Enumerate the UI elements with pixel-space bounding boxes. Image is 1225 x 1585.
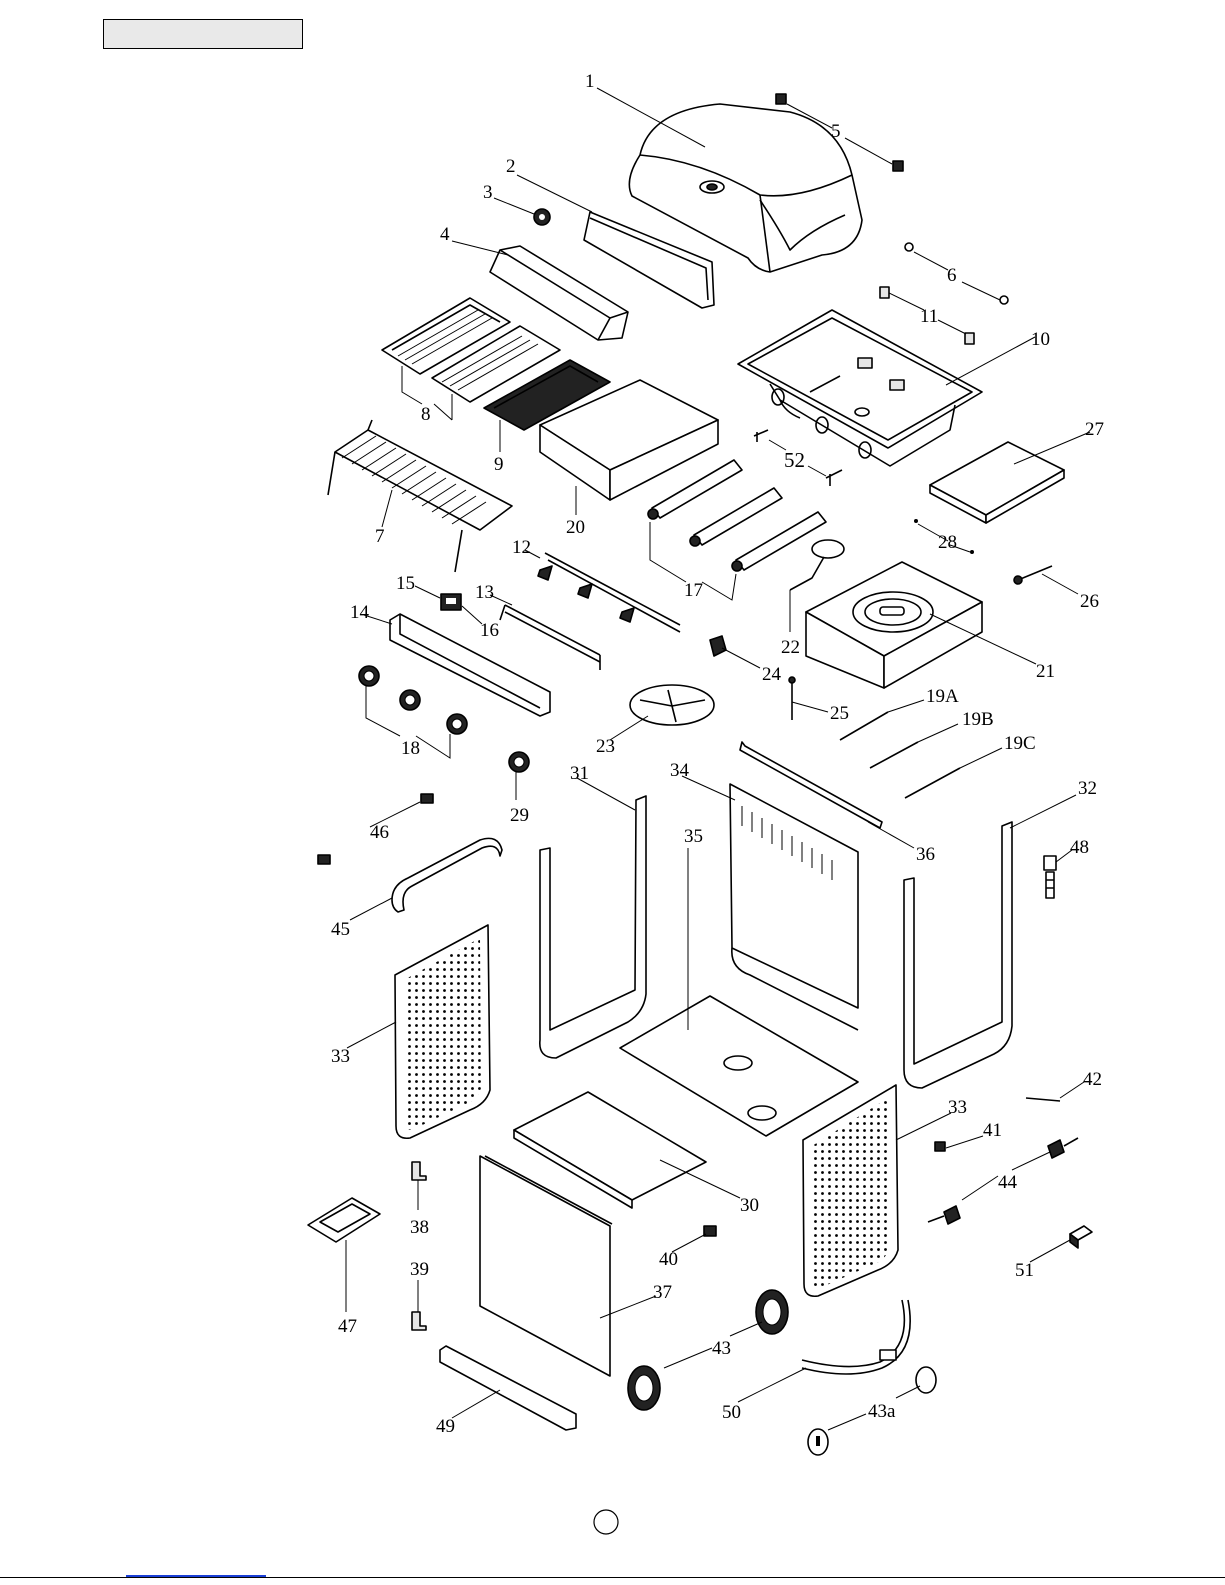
label-16: 16 [480, 620, 499, 641]
part-nuts [905, 243, 1008, 304]
label-1: 1 [585, 71, 595, 92]
label-42: 42 [1083, 1069, 1102, 1090]
part-side-valve [710, 636, 726, 656]
label-31: 31 [570, 763, 589, 784]
part-bottom-rail [440, 1346, 576, 1430]
label-18: 18 [401, 738, 420, 759]
label-50: 50 [722, 1402, 741, 1423]
label-24: 24 [762, 664, 782, 685]
label-11: 11 [920, 306, 938, 327]
label-27: 27 [1085, 419, 1104, 440]
label-4: 4 [440, 224, 450, 245]
part-long-bolt [1014, 566, 1052, 584]
label-33-left: 33 [331, 1046, 350, 1067]
label-51: 51 [1015, 1260, 1034, 1281]
label-5: 5 [831, 121, 841, 142]
label-19a: 19A [926, 686, 959, 707]
label-21: 21 [1036, 661, 1055, 682]
part-control-knobs [359, 666, 467, 734]
part-control-bracket [500, 605, 600, 670]
footer-link-underline[interactable] [126, 1575, 266, 1577]
label-29: 29 [510, 805, 529, 826]
label-2: 2 [506, 156, 516, 177]
part-burners [648, 460, 826, 571]
label-48: 48 [1070, 837, 1089, 858]
label-30: 30 [740, 1195, 759, 1216]
label-43a: 43a [868, 1401, 896, 1422]
label-33-right: 33 [948, 1097, 967, 1118]
part-grease-cup [308, 1198, 380, 1242]
label-7: 7 [375, 526, 385, 547]
part-igniter-module [441, 594, 461, 610]
part-battery [1070, 1226, 1092, 1248]
label-22: 22 [781, 637, 800, 658]
label-41: 41 [983, 1120, 1002, 1141]
label-19b: 19B [962, 709, 994, 730]
part-side-burner-head [790, 540, 844, 590]
part-cart-handle [392, 838, 502, 912]
label-23: 23 [596, 736, 615, 757]
part-igniter-wires [840, 712, 960, 798]
label-52: 52 [784, 448, 805, 472]
label-47: 47 [338, 1316, 357, 1337]
part-side-burner-box [806, 562, 982, 688]
label-32: 32 [1078, 778, 1097, 799]
part-small-plate [935, 1142, 945, 1151]
label-35: 35 [684, 826, 703, 847]
part-hinge-brackets [412, 1162, 426, 1330]
label-26: 26 [1080, 591, 1099, 612]
label-13: 13 [475, 582, 494, 603]
label-45: 45 [331, 919, 350, 940]
part-bottom-shelf [620, 996, 858, 1136]
page-number-marker [594, 1510, 618, 1534]
part-side-shelf [930, 442, 1064, 523]
footer-rule [0, 1577, 1225, 1578]
label-3: 3 [483, 182, 493, 203]
label-36: 36 [916, 844, 935, 865]
part-back-panel [730, 784, 858, 1030]
label-38: 38 [410, 1217, 429, 1238]
part-warming-rack [328, 420, 512, 572]
label-28: 28 [938, 532, 957, 553]
label-19c: 19C [1004, 733, 1036, 754]
leader-lines [346, 88, 1090, 1430]
label-39: 39 [410, 1259, 429, 1280]
part-pin [1026, 1098, 1060, 1101]
part-electrode [789, 677, 795, 720]
part-number-labels: 1 2 3 4 5 6 7 8 9 10 11 12 13 14 15 16 1… [331, 71, 1104, 1437]
label-9: 9 [494, 454, 504, 475]
label-8: 8 [421, 404, 431, 425]
label-17: 17 [684, 580, 703, 601]
part-regulator-fitting [1044, 856, 1056, 898]
label-46: 46 [370, 822, 389, 843]
label-37: 37 [653, 1282, 672, 1303]
label-12: 12 [512, 537, 531, 558]
label-44: 44 [998, 1172, 1018, 1193]
label-25: 25 [830, 703, 849, 724]
part-side-burner-knob [509, 752, 529, 772]
label-40: 40 [659, 1249, 678, 1270]
label-14: 14 [350, 602, 370, 623]
label-49: 49 [436, 1416, 455, 1437]
label-10: 10 [1031, 329, 1050, 350]
label-34: 34 [670, 760, 690, 781]
label-20: 20 [566, 517, 585, 538]
part-tank-strap [802, 1300, 910, 1374]
part-thermometer [534, 209, 550, 225]
part-firebox [738, 310, 982, 466]
label-6: 6 [947, 265, 957, 286]
part-front-panel [480, 1156, 612, 1376]
label-43: 43 [712, 1338, 731, 1359]
part-lid-handle [490, 246, 628, 340]
label-15: 15 [396, 573, 415, 594]
